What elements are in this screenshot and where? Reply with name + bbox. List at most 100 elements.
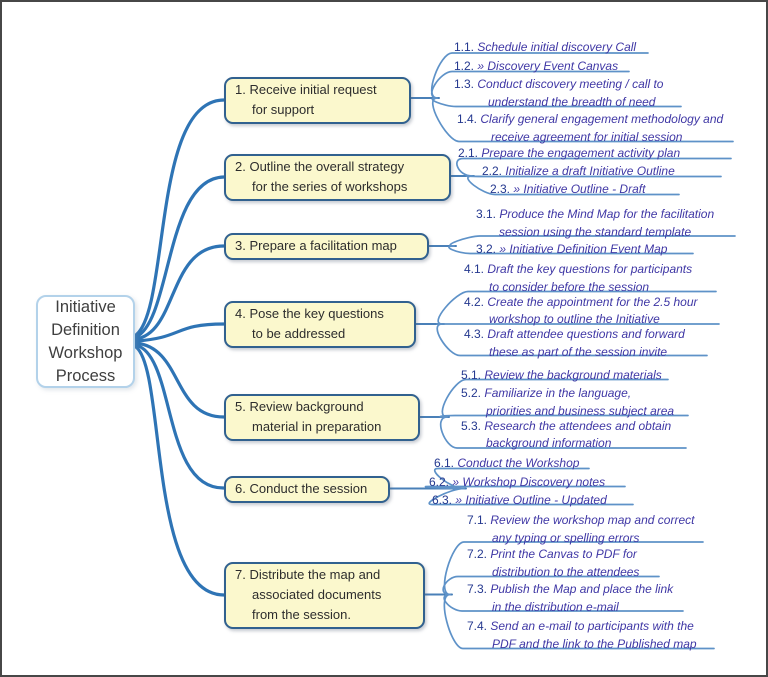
subtopic-line: to consider before the session bbox=[489, 279, 692, 297]
subtopic-line: receive agreement for initial session bbox=[491, 129, 723, 147]
main-topic-3[interactable]: 3. Prepare a facilitation map bbox=[224, 233, 429, 260]
main-topic-6[interactable]: 6. Conduct the session bbox=[224, 476, 390, 503]
main-topic-2[interactable]: 2. Outline the overall strategy for the s… bbox=[224, 154, 451, 201]
subtopic-number: 1.1. bbox=[454, 40, 475, 54]
subtopic-number: 2.2. bbox=[482, 164, 503, 178]
main-branch-curve-3 bbox=[134, 244, 226, 341]
subtopic-line: 5.1. Review the background materials bbox=[461, 367, 662, 385]
subtopic-text: Produce the Mind Map for the facilitatio… bbox=[499, 207, 715, 221]
subtopic-7-1[interactable]: 7.1. Review the workshop map and correct… bbox=[467, 512, 694, 547]
subtopic-text: these as part of the session invite bbox=[489, 344, 668, 359]
root-topic[interactable]: Initiative Definition Workshop Process bbox=[36, 295, 135, 388]
topic-text: associated documents bbox=[252, 587, 382, 602]
topic-line: 2. Outline the overall strategy bbox=[235, 157, 440, 177]
subtopic-6-2[interactable]: 6.2. » Workshop Discovery notes bbox=[429, 474, 605, 492]
topic-text: Prepare a facilitation map bbox=[249, 238, 397, 253]
subtopic-branch-1-2 bbox=[430, 70, 630, 99]
topic-number: 4. bbox=[235, 306, 246, 321]
subtopic-3-1[interactable]: 3.1. Produce the Mind Map for the facili… bbox=[476, 206, 714, 241]
topic-line: 3. Prepare a facilitation map bbox=[235, 236, 418, 256]
subtopic-text: Review the background materials bbox=[484, 367, 662, 382]
subtopic-text: Send an e-mail to participants with the bbox=[490, 619, 694, 633]
topic-text: Conduct the session bbox=[249, 481, 368, 496]
main-branch-curve-6 bbox=[134, 343, 226, 490]
subtopic-text: » Discovery Event Canvas bbox=[477, 58, 619, 73]
subtopic-line: any typing or spelling errors bbox=[492, 530, 694, 548]
subtopic-line: 7.4. Send an e-mail to participants with… bbox=[467, 618, 697, 636]
subtopic-text: Print the Canvas to PDF for bbox=[490, 547, 637, 561]
subtopic-number: 3.1. bbox=[476, 207, 497, 221]
subtopic-7-4[interactable]: 7.4. Send an e-mail to participants with… bbox=[467, 618, 697, 653]
topic-line: associated documents bbox=[252, 585, 414, 605]
topic-number: 5. bbox=[235, 399, 246, 414]
subtopic-text: Schedule initial discovery Call bbox=[477, 40, 637, 54]
subtopic-3-2[interactable]: 3.2. » Initiative Definition Event Map bbox=[476, 241, 667, 259]
subtopic-line: 2.2. Initialize a draft Initiative Outli… bbox=[482, 163, 675, 181]
topic-line: for support bbox=[252, 100, 400, 120]
subtopic-2-2[interactable]: 2.2. Initialize a draft Initiative Outli… bbox=[482, 163, 675, 181]
subtopic-5-1[interactable]: 5.1. Review the background materials bbox=[461, 367, 662, 385]
subtopic-text: Conduct discovery meeting / call to bbox=[477, 77, 664, 91]
subtopic-text: priorities and business subject area bbox=[486, 403, 675, 418]
subtopic-1-4[interactable]: 1.4. Clarify general engagement methodol… bbox=[457, 111, 723, 146]
subtopic-line: understand the breadth of need bbox=[488, 94, 663, 112]
subtopic-text: Clarify general engagement methodology a… bbox=[480, 112, 724, 126]
subtopic-text: in the distribution e-mail bbox=[492, 599, 619, 614]
subtopic-6-1[interactable]: 6.1. Conduct the Workshop bbox=[434, 455, 579, 473]
subtopic-number: 4.1. bbox=[464, 262, 485, 276]
subtopic-branch-7-2 bbox=[442, 575, 660, 596]
subtopic-2-3[interactable]: 2.3. » Initiative Outline - Draft bbox=[490, 181, 645, 199]
subtopic-text: Draft the key questions for participants bbox=[487, 262, 693, 276]
subtopic-6-3[interactable]: 6.3. » Initiative Outline - Updated bbox=[432, 492, 607, 510]
subtopic-branch-7-1 bbox=[443, 541, 704, 596]
topic-text: for support bbox=[252, 102, 315, 117]
subtopic-4-2[interactable]: 4.2. Create the appointment for the 2.5 … bbox=[464, 294, 698, 329]
subtopic-number: 4.3. bbox=[464, 327, 485, 341]
subtopic-4-1[interactable]: 4.1. Draft the key questions for partici… bbox=[464, 261, 692, 296]
subtopic-7-3[interactable]: 7.3. Publish the Map and place the link i… bbox=[467, 581, 673, 616]
subtopic-5-2[interactable]: 5.2. Familiarize in the language,priorit… bbox=[461, 385, 674, 420]
subtopic-line: 4.3. Draft attendee questions and forwar… bbox=[464, 326, 685, 344]
subtopic-text: Create the appointment for the 2.5 hour bbox=[487, 294, 698, 309]
subtopic-text: understand the breadth of need bbox=[488, 94, 656, 109]
subtopic-1-2[interactable]: 1.2. » Discovery Event Canvas bbox=[454, 58, 618, 76]
subtopic-2-1[interactable]: 2.1. Prepare the engagement activity pla… bbox=[458, 145, 680, 163]
subtopic-number: 4.2. bbox=[464, 294, 485, 309]
main-topic-5[interactable]: 5. Review background material in preparat… bbox=[224, 394, 420, 441]
subtopic-1-1[interactable]: 1.1. Schedule initial discovery Call bbox=[454, 39, 636, 57]
subtopic-text: Review the workshop map and correct bbox=[490, 513, 695, 527]
subtopic-line: 1.1. Schedule initial discovery Call bbox=[454, 39, 636, 57]
topic-text: material in preparation bbox=[252, 419, 382, 434]
topic-text: Receive initial request bbox=[249, 82, 377, 97]
subtopic-number: 6.3. bbox=[432, 492, 453, 507]
subtopic-branch-2-3 bbox=[467, 175, 680, 196]
subtopic-text: Conduct the Workshop bbox=[457, 456, 580, 470]
subtopic-number: 7.3. bbox=[467, 582, 488, 596]
subtopic-number: 1.4. bbox=[457, 112, 478, 126]
topic-line: 5. Review background bbox=[235, 397, 409, 417]
subtopic-text: session using the standard template bbox=[499, 224, 692, 239]
topic-text: for the series of workshops bbox=[252, 179, 408, 194]
subtopic-number: 7.1. bbox=[467, 513, 488, 527]
subtopic-line: 1.4. Clarify general engagement methodol… bbox=[457, 111, 723, 129]
subtopic-text: any typing or spelling errors bbox=[492, 530, 640, 545]
subtopic-line: 5.2. Familiarize in the language, bbox=[461, 385, 674, 403]
subtopic-branch-7-4 bbox=[443, 593, 715, 650]
subtopic-text: Prepare the engagement activity plan bbox=[481, 146, 681, 160]
subtopic-4-3[interactable]: 4.3. Draft attendee questions and forwar… bbox=[464, 326, 685, 361]
subtopic-1-3[interactable]: 1.3. Conduct discovery meeting / call to… bbox=[454, 76, 663, 111]
subtopic-number: 6.1. bbox=[434, 456, 455, 470]
subtopic-line: in the distribution e-mail bbox=[492, 599, 673, 617]
topic-number: 2. bbox=[235, 159, 246, 174]
main-branch-curve-4 bbox=[134, 322, 226, 343]
subtopic-branch-1-4 bbox=[431, 97, 734, 143]
subtopic-line: 6.3. » Initiative Outline - Updated bbox=[432, 492, 607, 510]
subtopic-text: Publish the Map and place the link bbox=[490, 582, 674, 596]
topic-text: to be addressed bbox=[252, 326, 346, 341]
